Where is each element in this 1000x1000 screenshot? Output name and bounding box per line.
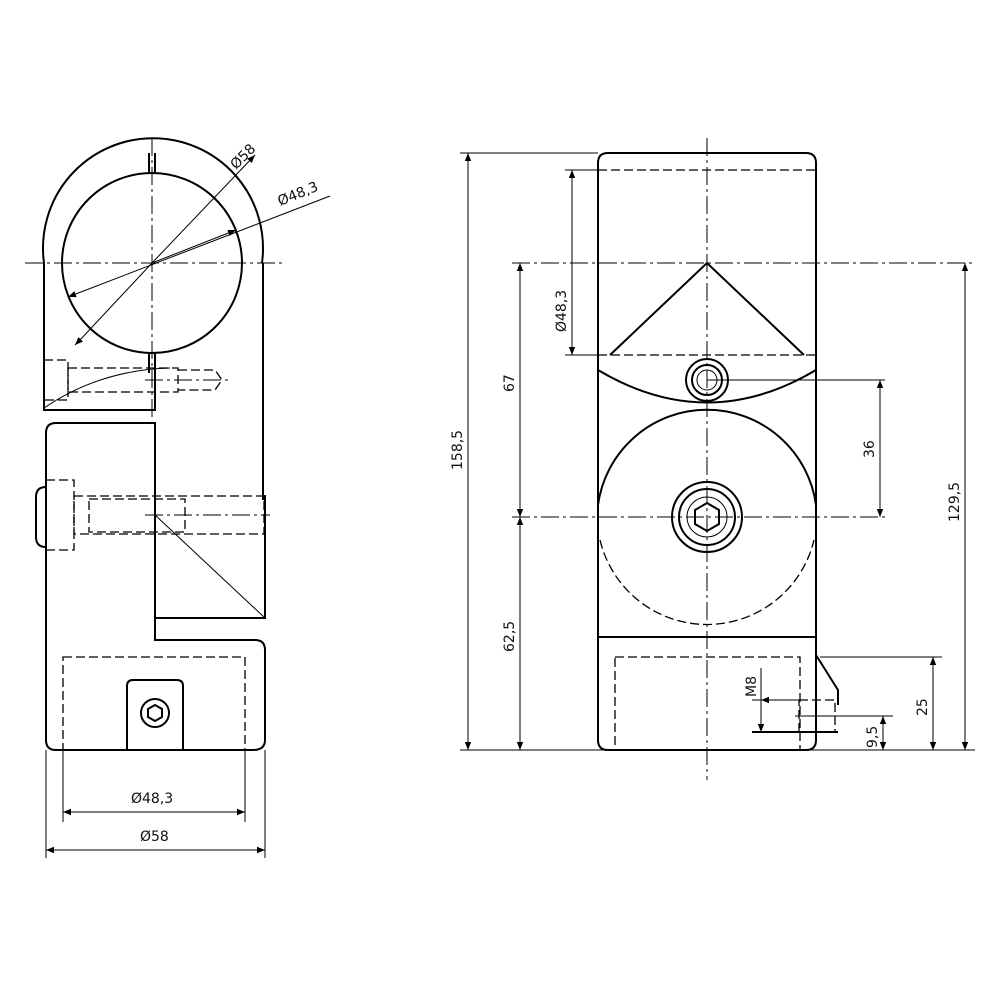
side-view: Ø58 Ø48,3 Ø48,3 Ø58 (25, 137, 331, 858)
front-view: 158,5 67 62,5 Ø48,3 36 129,5 25 9,5 M8 (450, 138, 975, 780)
lower-clamp-body (35, 422, 270, 751)
dim-upper-height: 67 (502, 374, 518, 392)
bolt-head-icon (35, 486, 47, 548)
dim-outer-diameter-diag: Ø58 (228, 141, 260, 173)
center-bolt-icon (671, 481, 743, 553)
dim-outer-diameter: Ø58 (140, 829, 169, 845)
dim-thread-height: 9,5 (865, 726, 881, 748)
dim-tube-diameter: Ø48,3 (554, 290, 570, 332)
dim-lower-height: 62,5 (502, 621, 518, 652)
dim-total-height: 158,5 (450, 430, 466, 470)
dim-base-height: 25 (915, 698, 931, 716)
dim-bolt-offset: 36 (862, 440, 878, 458)
dim-axis-height: 129,5 (947, 482, 963, 522)
dim-thread-size: M8 (744, 676, 760, 697)
hex-socket-icon (147, 703, 163, 723)
upper-clamp-body (43, 263, 264, 500)
dim-inner-diameter-diag: Ø48,3 (276, 179, 321, 210)
clamp-ring (42, 137, 264, 373)
dim-inner-diameter: Ø48,3 (131, 791, 173, 807)
